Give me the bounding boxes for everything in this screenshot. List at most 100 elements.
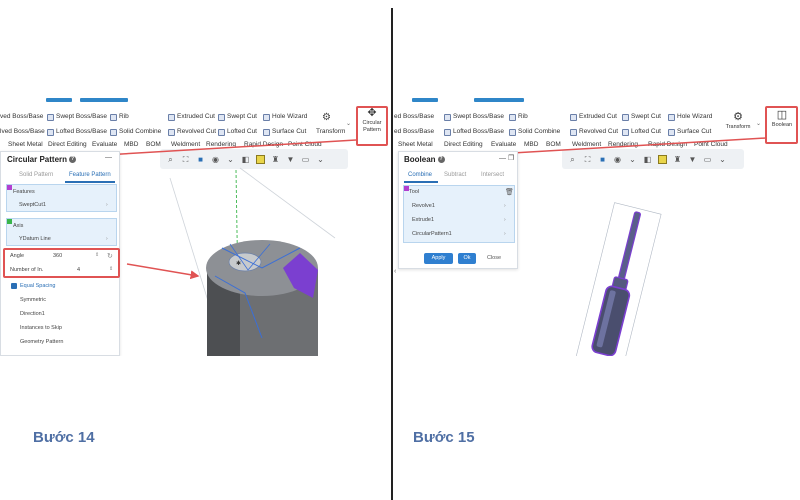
chevron-down-icon[interactable]: ⌄	[756, 121, 762, 127]
tab-direct-editing[interactable]: Direct Editing	[444, 141, 483, 148]
filter-icon[interactable]: ▼	[286, 154, 295, 164]
tab-subtract[interactable]: Subtract	[444, 172, 467, 178]
stepper-icon[interactable]: ⇕	[95, 252, 100, 258]
ribbon-item[interactable]: Swept Cut	[622, 111, 661, 123]
geometry-pattern-option[interactable]: Geometry Pattern	[20, 339, 64, 345]
fit-icon[interactable]: ⛶	[182, 154, 189, 164]
features-selection-box[interactable]: Features SweptCut1 ›	[6, 184, 117, 212]
tab-bom[interactable]: BOM	[546, 141, 561, 148]
monitor-icon[interactable]: ▭	[703, 154, 712, 164]
ribbon-item[interactable]: Revolved Cut	[570, 126, 618, 138]
ribbon-item[interactable]: Hole Wizard	[263, 111, 307, 123]
display-style-icon[interactable]	[256, 154, 265, 164]
transform-button[interactable]: ⚙ Transform	[725, 111, 751, 131]
tab-point-cloud[interactable]: Point Cloud	[288, 141, 322, 148]
instances-skip-option[interactable]: Instances to Skip	[20, 325, 62, 331]
reverse-icon[interactable]: ↻	[107, 253, 113, 260]
ribbon-item[interactable]: lved Boss/Base	[0, 128, 45, 135]
appearance-icon[interactable]: ♜	[673, 154, 682, 164]
ok-button[interactable]: Ok	[458, 253, 476, 264]
equal-spacing-checkbox[interactable]	[11, 283, 17, 289]
tab-mbd[interactable]: MBD	[124, 141, 139, 148]
symmetric-option[interactable]: Symmetric	[20, 297, 46, 303]
close-button[interactable]: Close	[486, 255, 502, 261]
ribbon-item[interactable]: Swept Cut	[218, 111, 257, 123]
monitor-icon[interactable]: ▭	[301, 154, 310, 164]
ribbon-item[interactable]: Swept Boss/Base	[47, 111, 107, 123]
tab-rapid-design[interactable]: Rapid Design	[244, 141, 284, 148]
boolean-button[interactable]: ◫ Boolean	[771, 109, 793, 129]
transform-icon[interactable]: ⚙	[322, 112, 331, 123]
tab-combine[interactable]: Combine	[408, 172, 433, 178]
ribbon-item[interactable]: ed Boss/Base	[394, 128, 435, 135]
ribbon-item[interactable]: Surface Cut	[263, 126, 306, 138]
chevron-down-icon[interactable]: ⌄	[317, 154, 324, 164]
trash-icon[interactable]: 🗑	[505, 189, 514, 196]
stepper-icon[interactable]: ⇕	[109, 266, 114, 272]
chevron-down-icon[interactable]: ⌄	[227, 154, 234, 164]
tab-rendering[interactable]: Rendering	[206, 141, 236, 148]
eye-icon[interactable]: ◉	[212, 154, 219, 164]
ribbon-item[interactable]: Lofted Cut	[218, 126, 257, 138]
ribbon-item[interactable]: Lofted Cut	[622, 126, 661, 138]
tab-mbd[interactable]: MBD	[524, 141, 539, 148]
list-item[interactable]: Revolve1	[412, 203, 435, 209]
angle-input[interactable]: 360	[53, 253, 63, 259]
tab-feature-pattern[interactable]: Feature Pattern	[69, 172, 111, 178]
circular-pattern-button[interactable]: ✥ Circular Pattern	[362, 107, 382, 134]
ribbon-item[interactable]: Rib	[110, 111, 129, 123]
tab-point-cloud[interactable]: Point Cloud	[694, 141, 728, 148]
chevron-left-icon[interactable]: ‹	[394, 268, 397, 275]
ribbon-item[interactable]: Extruded Cut	[168, 111, 215, 123]
tab-sheet-metal[interactable]: Sheet Metal	[398, 141, 433, 148]
minimize-icon[interactable]: — ❐	[499, 155, 515, 162]
eye-icon[interactable]: ◉	[614, 154, 621, 164]
tab-direct-editing[interactable]: Direct Editing	[48, 141, 87, 148]
tab-weldment[interactable]: Weldment	[572, 141, 602, 148]
ribbon-item[interactable]: ved Boss/Base	[0, 113, 44, 120]
ribbon-item[interactable]: Transform	[316, 128, 346, 135]
chevron-down-icon[interactable]: ⌄	[719, 154, 726, 164]
tab-intersect[interactable]: Intersect	[481, 172, 505, 178]
direction-option[interactable]: Direction1	[20, 311, 45, 317]
tab-evaluate[interactable]: Evaluate	[92, 141, 118, 148]
display-style-icon[interactable]	[658, 154, 667, 164]
tab-weldment[interactable]: Weldment	[171, 141, 201, 148]
chevron-down-icon[interactable]: ⌄	[346, 121, 352, 127]
ribbon-item[interactable]: Extruded Cut	[570, 111, 617, 123]
tool-selection-box[interactable]: Tool 🗑 Revolve1 › Extrude1 › CircularPat…	[403, 185, 515, 243]
section-icon[interactable]: ◧	[241, 154, 250, 164]
ribbon-item[interactable]: Solid Combine	[509, 126, 560, 138]
ribbon-item[interactable]: Lofted Boss/Base	[47, 126, 107, 138]
list-item[interactable]: Extrude1	[412, 217, 435, 223]
axis-selection-box[interactable]: Axis YDatum Line ›	[6, 218, 117, 246]
tab-solid-pattern[interactable]: Solid Pattern	[19, 172, 54, 178]
cube-icon[interactable]: ■	[600, 154, 605, 164]
cube-icon[interactable]: ■	[198, 154, 203, 164]
ribbon-item[interactable]: Revolved Cut	[168, 126, 216, 138]
help-icon[interactable]: ?	[69, 156, 77, 164]
apply-button[interactable]: Apply	[424, 253, 453, 264]
section-icon[interactable]: ◧	[643, 154, 652, 164]
list-item[interactable]: CircularPattern1	[412, 231, 452, 237]
tab-bom[interactable]: BOM	[146, 141, 161, 148]
ribbon-item[interactable]: Hole Wizard	[668, 111, 712, 123]
fit-icon[interactable]: ⛶	[584, 154, 591, 164]
tab-evaluate[interactable]: Evaluate	[491, 141, 517, 148]
tab-sheet-metal[interactable]: Sheet Metal	[8, 141, 43, 148]
ribbon-item[interactable]: Rib	[509, 111, 528, 123]
viewport-3d[interactable]	[394, 98, 800, 356]
ribbon-item[interactable]: Surface Cut	[668, 126, 711, 138]
tab-rendering[interactable]: Rendering	[608, 141, 638, 148]
zoom-icon[interactable]: ⌕	[570, 154, 575, 164]
chevron-down-icon[interactable]: ⌄	[629, 154, 636, 164]
ribbon-item[interactable]: Lofted Boss/Base	[444, 126, 504, 138]
filter-icon[interactable]: ▼	[688, 154, 697, 164]
number-input[interactable]: 4	[77, 267, 81, 273]
zoom-icon[interactable]: ⌕	[168, 154, 173, 164]
minimize-icon[interactable]: —	[105, 154, 112, 161]
ribbon-item[interactable]: ed Boss/Base	[394, 113, 435, 120]
appearance-icon[interactable]: ♜	[271, 154, 280, 164]
help-icon[interactable]: ?	[437, 156, 445, 164]
viewport-3d[interactable]: ✱	[0, 98, 390, 356]
